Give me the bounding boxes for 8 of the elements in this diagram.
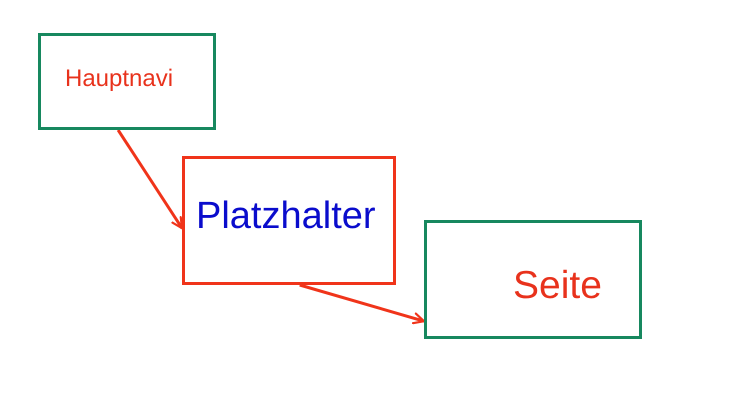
process-box: [38, 33, 216, 130]
box-label: Seite: [513, 265, 602, 308]
process-box: [182, 156, 396, 285]
arrow: [116, 129, 184, 230]
box-label: Hauptnavi: [65, 66, 174, 92]
process-box: [424, 220, 642, 339]
box-label: Platzhalter: [196, 196, 376, 238]
arrow: [299, 284, 426, 324]
